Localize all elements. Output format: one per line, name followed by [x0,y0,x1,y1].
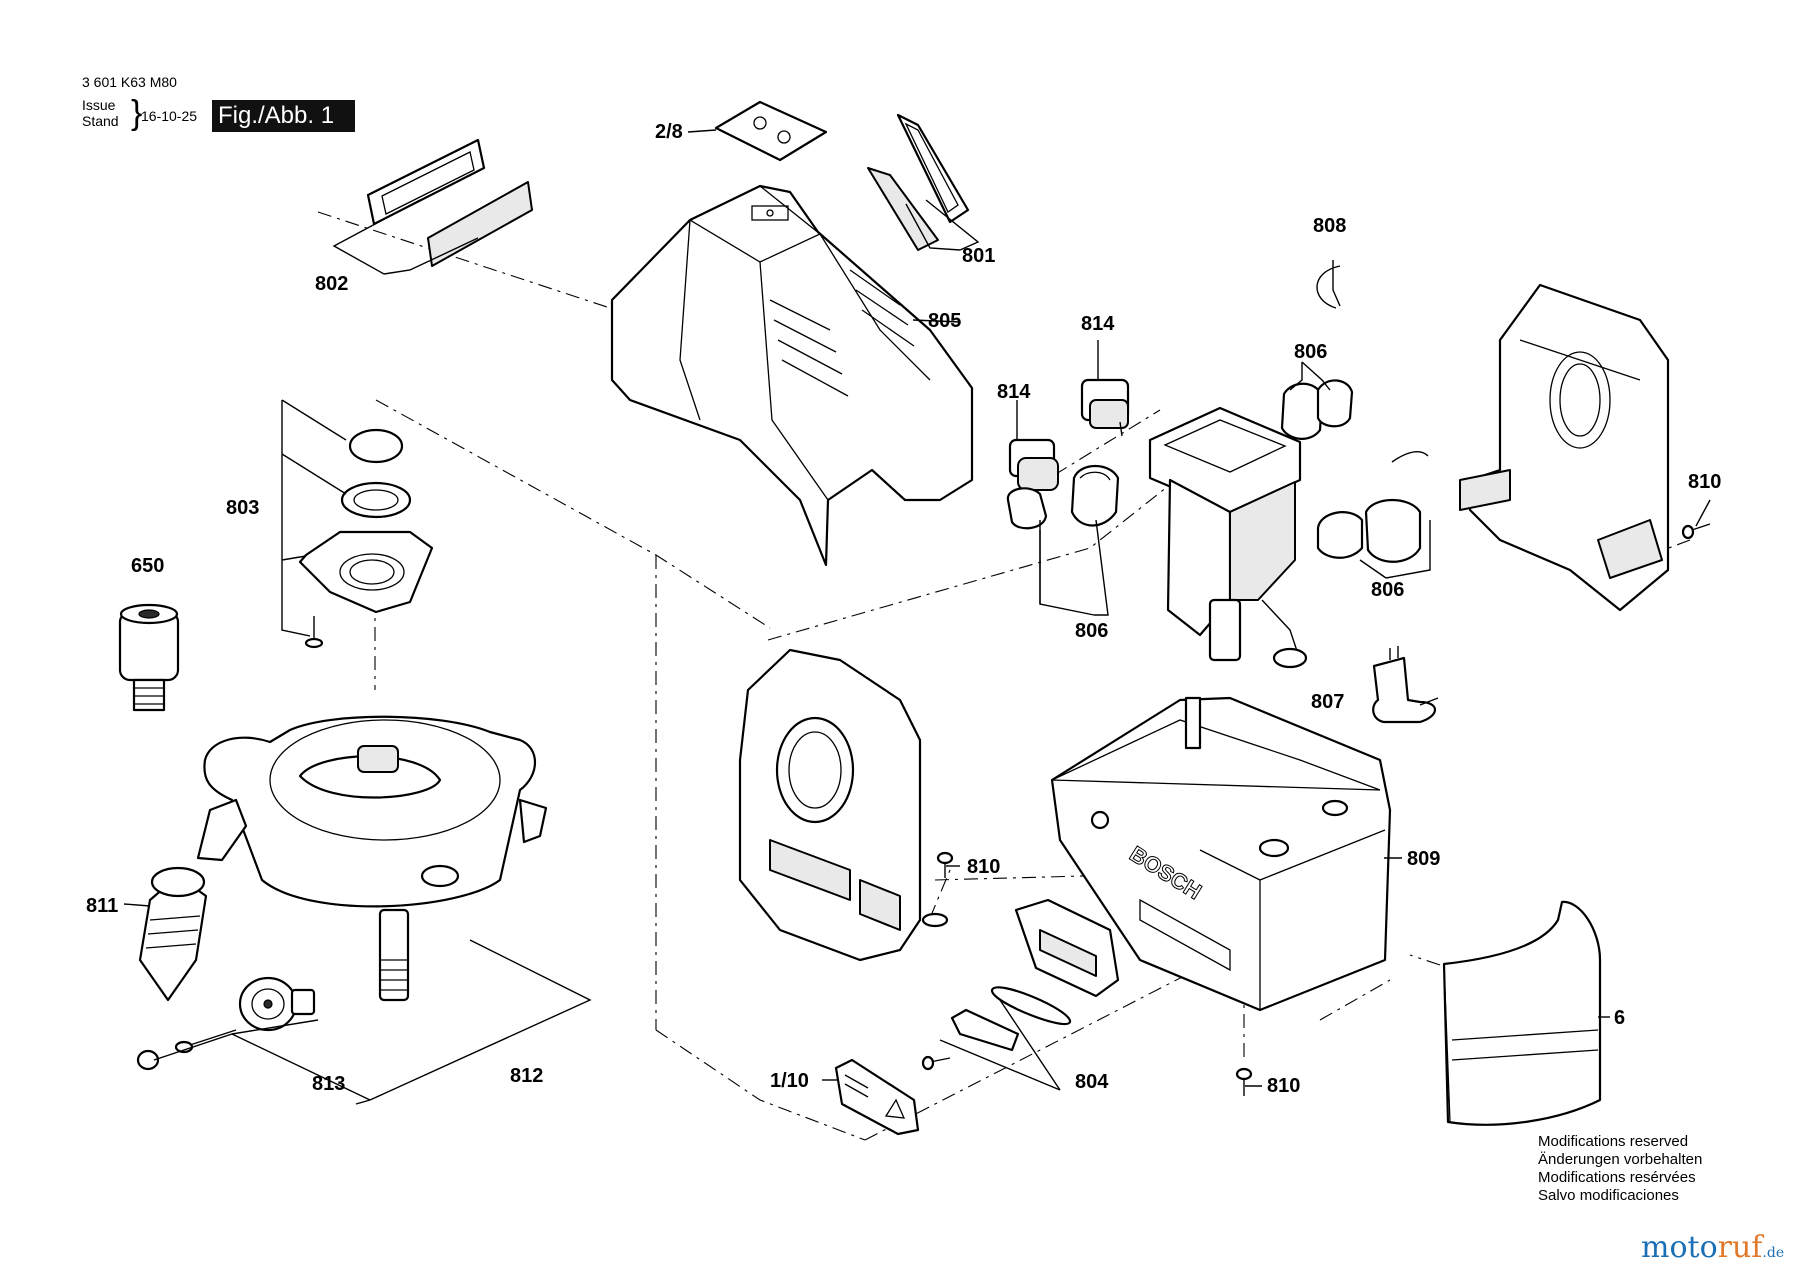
callout-802: 802 [315,273,348,295]
callout-810-bottom: 810 [1267,1075,1300,1097]
callout-807: 807 [1311,691,1344,713]
part-804-set [921,898,1120,1071]
stand-label: Stand [82,113,119,129]
part-803-lens-assembly [298,428,434,649]
callout-labels: 2/8 801 802 805 808 814 814 806 806 806 … [86,121,1721,1097]
part-801-mesh [867,113,970,251]
modification-notes: Modifications reserved Änderungen vorbeh… [1538,1133,1702,1205]
callout-812: 812 [510,1065,543,1087]
part-650-adapter [118,603,180,712]
part-813-knob [136,976,316,1071]
brand-part-2: ruf [1717,1230,1763,1265]
callout-803: 803 [226,497,259,519]
note-fr: Modifications resérvées [1538,1169,1696,1186]
note-en: Modifications reserved [1538,1133,1689,1150]
callout-810-middle: 810 [967,856,1000,878]
brand-part-3: .de [1762,1245,1785,1261]
callout-813: 813 [312,1073,345,1095]
part-805-top-cover [610,184,974,567]
brace-icon: } [131,94,143,132]
note-de: Änderungen vorbehalten [1538,1151,1703,1168]
callout-806-bottom: 806 [1075,620,1108,642]
callout-809: 809 [1407,848,1440,870]
callout-808: 808 [1313,215,1346,237]
issue-stand-labels: Issue Stand [82,97,119,129]
part-tripod-base [196,715,548,1002]
document-id: 3 601 K63 M80 [82,74,177,90]
part-6-side-cover [1442,900,1602,1126]
callout-804: 804 [1075,1071,1109,1093]
part-right-frame [1459,283,1670,612]
part-2-8-plate [714,100,828,162]
part-laser-block [1148,406,1308,669]
callout-1-10: 1/10 [770,1070,809,1092]
figure-label: Fig./Abb. 1 [212,100,355,132]
callout-806-right: 806 [1371,579,1404,601]
brand-part-1: moto [1641,1230,1718,1265]
part-802-window-seal [366,138,533,267]
part-806-holder-left [1006,465,1120,530]
callout-810-right: 810 [1688,471,1721,493]
part-810-screw-b [1235,1067,1253,1096]
note-es: Salvo modificaciones [1538,1187,1679,1204]
issue-label: Issue [82,97,116,113]
part-left-frame [738,648,949,962]
callout-814-top: 814 [1081,313,1115,335]
part-808-clip [1316,265,1341,309]
callout-6: 6 [1614,1007,1625,1029]
part-806-holder-right [1316,451,1429,563]
part-809-base-housing: BOSCH [1050,696,1392,1012]
callout-814-left: 814 [997,381,1031,403]
callout-801: 801 [962,245,995,267]
callout-811: 811 [86,895,118,917]
part-806-holder-top [1280,379,1354,440]
callout-806-top: 806 [1294,341,1327,363]
callout-805: 805 [928,310,961,332]
issue-date: 16-10-25 [141,108,198,124]
leader-lines [123,129,1711,1105]
part-814-laser-module-a [1080,378,1130,437]
part-811-foot [138,866,208,1002]
brand-logo: motoruf.de [1641,1230,1784,1265]
part-807-connector [1372,646,1437,724]
part-810-screw-a [936,851,954,878]
part-1-10-slider [834,1058,920,1136]
part-814-laser-module-b [1008,438,1059,491]
callout-650: 650 [131,555,164,577]
callout-2-8: 2/8 [655,121,683,143]
part-810-screw-c [1681,523,1711,540]
